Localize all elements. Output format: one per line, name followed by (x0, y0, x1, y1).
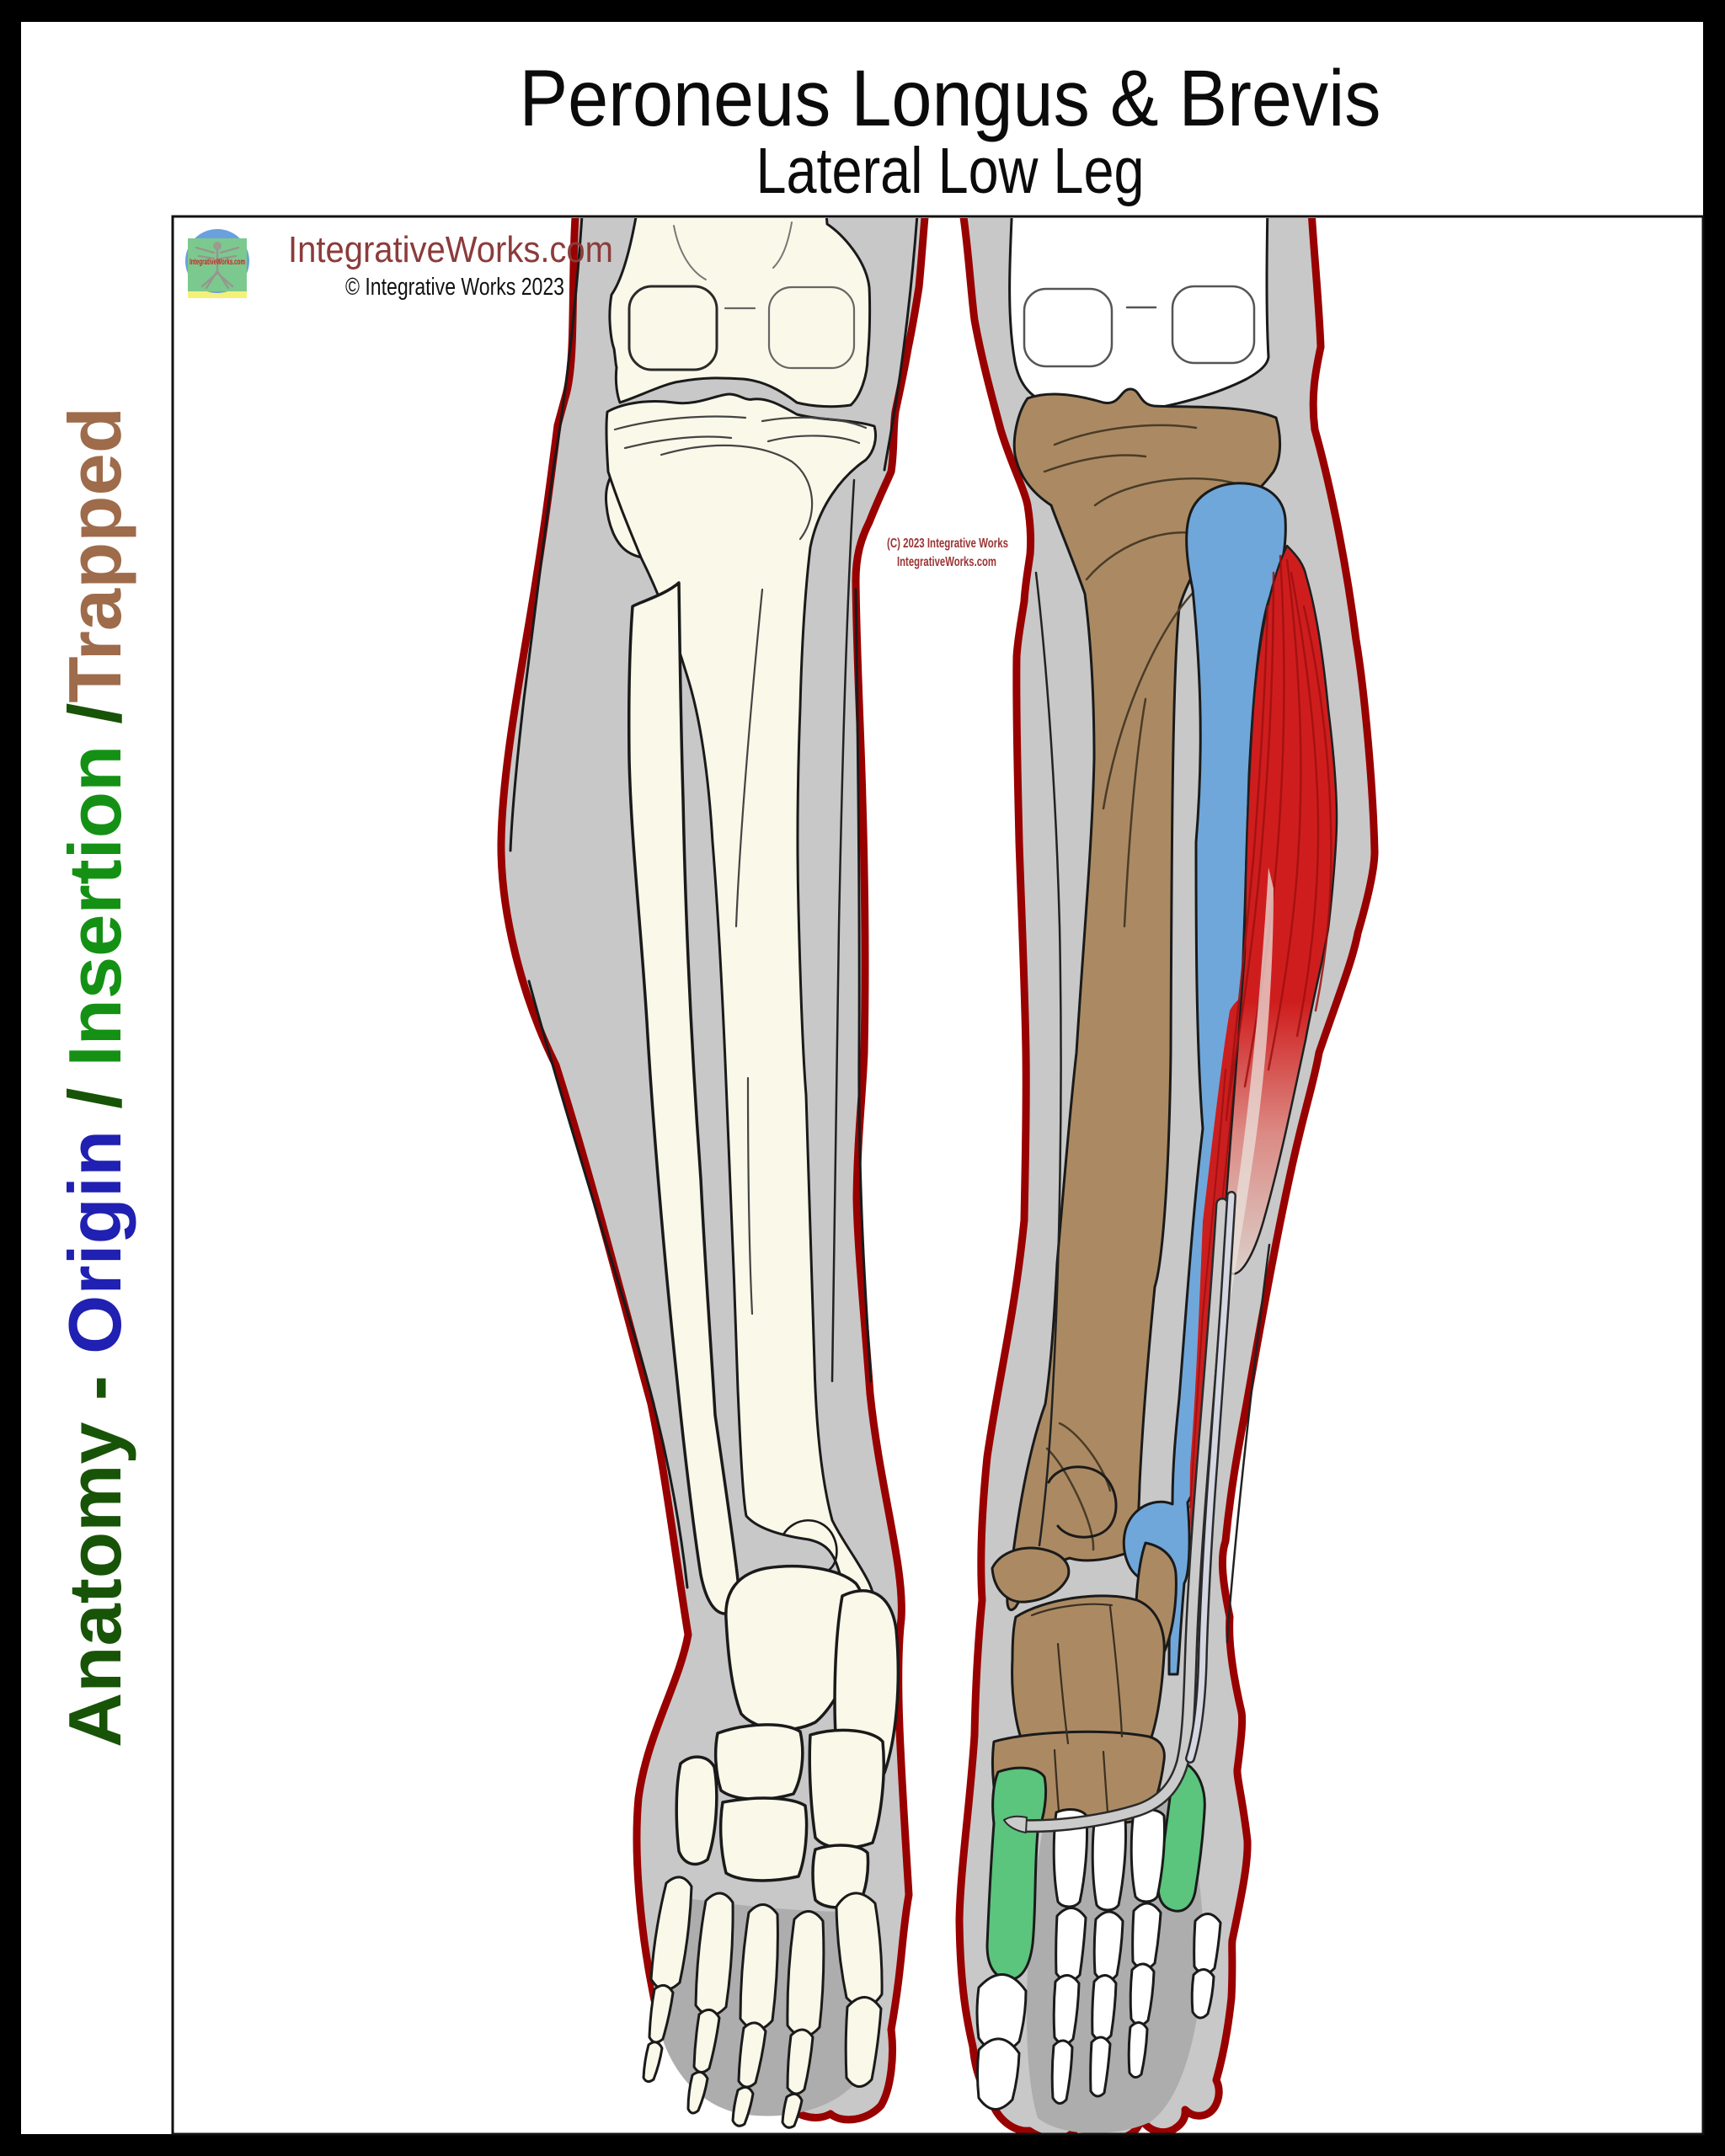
svg-text:IntegrativeWorks.com: IntegrativeWorks.com (897, 555, 996, 569)
svg-text:© Integrative Works 2023: © Integrative Works 2023 (345, 274, 564, 301)
svg-text:(C) 2023 Integrative Works: (C) 2023 Integrative Works (887, 536, 1008, 551)
svg-text:IntegrativeWorks.com: IntegrativeWorks.com (288, 229, 613, 270)
svg-text:IntegrativeWorks.com: IntegrativeWorks.com (190, 258, 245, 267)
svg-text:Anatomy - Origin / Insertion /: Anatomy - Origin / Insertion /Trapped (53, 407, 136, 1748)
svg-text:Peroneus Longus & Brevis: Peroneus Longus & Brevis (520, 54, 1381, 143)
svg-text:Lateral Low Leg: Lateral Low Leg (756, 135, 1145, 207)
